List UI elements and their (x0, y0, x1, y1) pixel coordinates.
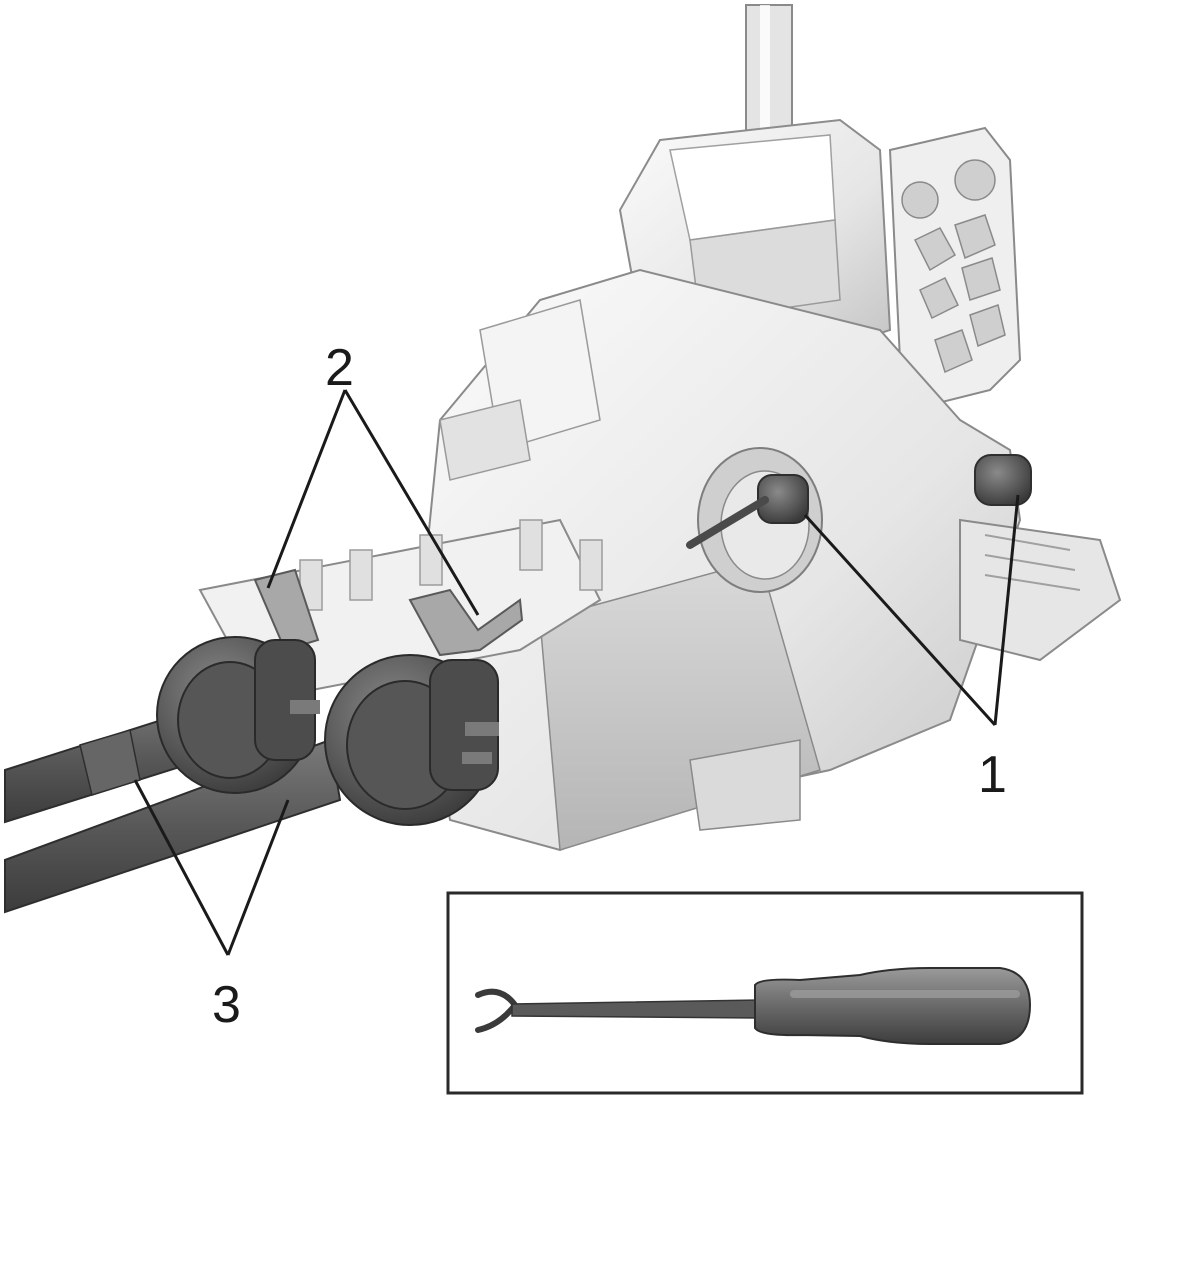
cable-end-fitting-1 (156, 636, 320, 794)
leader-3a (133, 779, 230, 956)
pivot-pin-right (974, 454, 1032, 506)
shift-cables (4, 636, 499, 914)
retaining-clip-1 (253, 568, 320, 652)
tool-inset (446, 891, 1084, 1095)
callout-label-3: 3 (212, 976, 241, 1034)
callout-leaders (133, 389, 1020, 986)
leader-3b (226, 799, 290, 956)
leader-2b (343, 389, 480, 616)
retaining-clip-2 (408, 588, 524, 657)
leader-2a (266, 389, 347, 589)
leader-1a (803, 513, 997, 727)
pivot-pin-left (757, 474, 809, 524)
leader-1b (993, 494, 1020, 726)
cable-end-fitting-2 (324, 654, 499, 826)
callout-label-2: 2 (325, 339, 354, 397)
callout-label-1: 1 (978, 746, 1007, 804)
fork-removal-tool-icon (475, 967, 1032, 1045)
